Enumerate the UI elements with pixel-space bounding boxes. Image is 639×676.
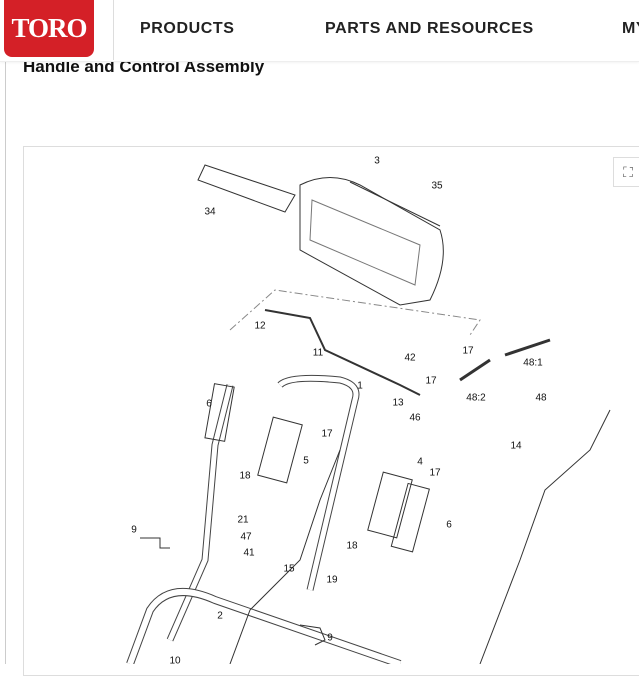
control-bar-part (299, 177, 444, 306)
clip-9 (140, 537, 170, 549)
divider (113, 0, 114, 60)
lower-handle (126, 588, 402, 664)
site-header: TORO PRODUCTS PARTS AND RESOURCES MY (0, 0, 639, 62)
callout-21[interactable]: 21 (237, 514, 249, 526)
callout-15[interactable]: 15 (283, 563, 295, 575)
callout-11[interactable]: 11 (312, 347, 324, 359)
callout-42[interactable]: 42 (404, 352, 416, 364)
callout-5[interactable]: 5 (303, 455, 309, 467)
cable-part (479, 409, 611, 664)
callout-line (349, 181, 441, 227)
callout-18[interactable]: 18 (346, 540, 358, 552)
callout-48-2[interactable]: 48:2 (466, 392, 486, 404)
callout-19[interactable]: 19 (326, 574, 338, 586)
callout-3[interactable]: 3 (374, 155, 380, 167)
bracket-5 (257, 416, 303, 484)
callout-17[interactable]: 17 (425, 375, 437, 387)
callout-6[interactable]: 6 (446, 519, 452, 531)
callout-34[interactable]: 34 (204, 206, 216, 218)
callout-12[interactable]: 12 (254, 320, 266, 332)
control-bar-inner (309, 199, 421, 286)
grips-48 (459, 338, 551, 382)
callout-2[interactable]: 2 (217, 610, 223, 622)
callout-10[interactable]: 10 (169, 655, 181, 667)
callout-41[interactable]: 41 (243, 547, 255, 559)
clip-9b (299, 624, 326, 646)
fullscreen-icon: ⛶ (623, 163, 633, 180)
callout-17[interactable]: 17 (429, 467, 441, 479)
callout-46[interactable]: 46 (409, 412, 421, 424)
callout-6[interactable]: 6 (206, 398, 212, 410)
bracket-6 (204, 383, 235, 442)
callout-9[interactable]: 9 (327, 632, 333, 644)
callout-35[interactable]: 35 (431, 180, 443, 192)
cable-part-2 (229, 449, 341, 664)
callout-47[interactable]: 47 (240, 531, 252, 543)
callout-4[interactable]: 4 (417, 456, 423, 468)
callout-17[interactable]: 17 (321, 428, 333, 440)
bracket-4 (367, 471, 413, 539)
callout-17[interactable]: 17 (462, 345, 474, 357)
fullscreen-button[interactable]: ⛶ (613, 157, 639, 187)
bracket-6b (390, 482, 430, 553)
callout-48[interactable]: 48 (535, 392, 547, 404)
callout-18[interactable]: 18 (239, 470, 251, 482)
nav-my-account[interactable]: MY (622, 20, 639, 37)
callout-14[interactable]: 14 (510, 440, 522, 452)
callout-1[interactable]: 1 (357, 380, 363, 392)
callout-48-1[interactable]: 48:1 (523, 357, 543, 369)
decal-part (197, 164, 296, 213)
page-border (5, 62, 6, 664)
callout-9[interactable]: 9 (131, 524, 137, 536)
toro-logo[interactable]: TORO (4, 0, 94, 57)
callout-13[interactable]: 13 (392, 397, 404, 409)
nav-parts-and-resources[interactable]: PARTS AND RESOURCES (325, 20, 534, 37)
nav-products[interactable]: PRODUCTS (140, 20, 235, 37)
rod-part (264, 309, 421, 396)
